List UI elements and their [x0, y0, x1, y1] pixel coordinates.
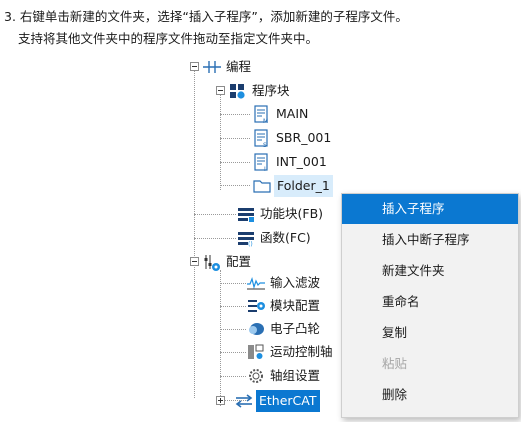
- gear-icon: [246, 367, 266, 385]
- svg-text:I: I: [264, 166, 266, 173]
- project-tree: 编程 程序块 M MAIN S SBR_001 I INT_001 Folder…: [188, 54, 518, 422]
- svg-text:(): (): [248, 241, 253, 247]
- tree-item-input-filter[interactable]: 输入滤波: [246, 272, 320, 294]
- menu-item-delete[interactable]: 删除: [382, 387, 408, 402]
- folder-icon: [252, 177, 272, 195]
- svg-text:M: M: [263, 118, 268, 125]
- menu-item-insert-subroutine[interactable]: 插入子程序: [342, 194, 518, 224]
- subroutine-icon: S: [252, 129, 272, 149]
- tree-item-function-block[interactable]: 功能块(FB): [236, 203, 323, 225]
- tree-item-int-001[interactable]: I INT_001: [252, 151, 327, 173]
- tree-item-label: 输入滤波: [270, 275, 321, 290]
- tree-item-label: 电子凸轮: [270, 321, 321, 336]
- tree-item-ethercat[interactable]: EtherCAT: [234, 390, 320, 412]
- tree-item-label: 功能块(FB): [260, 206, 324, 221]
- tree-item-folder-1[interactable]: Folder_1: [252, 175, 333, 197]
- context-menu: 插入子程序 插入中断子程序 新建文件夹 重命名 复制 粘贴 删除: [341, 193, 519, 418]
- tree-item-electronic-cam[interactable]: 电子凸轮: [246, 318, 320, 340]
- tree-item-label: MAIN: [276, 106, 309, 121]
- program-block-icon: [228, 82, 248, 100]
- menu-item-rename[interactable]: 重命名: [382, 294, 420, 309]
- tree-item-label: 模块配置: [270, 298, 321, 313]
- collapse-config-toggle[interactable]: [190, 257, 199, 266]
- tree-item-label: 函数(FC): [260, 230, 311, 245]
- tree-item-label: EtherCAT: [256, 390, 320, 412]
- motion-axis-icon: [246, 343, 266, 361]
- tree-item-label: INT_001: [276, 154, 327, 169]
- tree-item-main[interactable]: M MAIN: [252, 103, 308, 125]
- instruction-line-2: 支持将其他文件夹中的程序文件拖动至指定文件夹中。: [18, 31, 319, 46]
- tree-item-programming[interactable]: 编程: [202, 56, 251, 78]
- menu-item-new-folder[interactable]: 新建文件夹: [382, 263, 445, 278]
- main-program-icon: M: [252, 105, 272, 125]
- function-block-icon: [236, 205, 256, 223]
- collapse-program-block-toggle[interactable]: [216, 86, 225, 95]
- menu-item-paste: 粘贴: [382, 356, 408, 371]
- tree-item-module-config[interactable]: 模块配置: [246, 295, 320, 317]
- tree-item-label: SBR_001: [276, 130, 332, 145]
- module-config-icon: [246, 297, 266, 315]
- tree-item-label: Folder_1: [274, 175, 333, 197]
- function-icon: (): [236, 229, 256, 248]
- tree-item-axis-group[interactable]: 轴组设置: [246, 365, 320, 387]
- tree-item-label: 编程: [226, 59, 252, 74]
- config-icon: [202, 253, 222, 271]
- cam-icon: [246, 320, 266, 338]
- tree-item-function[interactable]: () 函数(FC): [236, 227, 311, 249]
- tree-item-label: 程序块: [252, 83, 290, 98]
- tree-item-label: 运动控制轴: [270, 344, 333, 359]
- menu-item-insert-interrupt[interactable]: 插入中断子程序: [382, 232, 470, 247]
- tree-item-label: 配置: [226, 254, 252, 269]
- collapse-programming-toggle[interactable]: [190, 62, 199, 71]
- svg-text:S: S: [263, 142, 267, 149]
- menu-item-copy[interactable]: 复制: [382, 325, 408, 340]
- ethercat-icon: [234, 392, 254, 410]
- expand-ethercat-toggle[interactable]: [216, 396, 225, 405]
- tree-item-program-block[interactable]: 程序块: [228, 80, 290, 102]
- tree-item-config[interactable]: 配置: [202, 251, 251, 273]
- waveform-icon: [246, 274, 266, 292]
- instruction-line-1: 3. 右键单击新建的文件夹，选择“插入子程序”，添加新建的子程序文件。: [4, 9, 408, 24]
- tree-item-sbr-001[interactable]: S SBR_001: [252, 127, 331, 149]
- tree-item-label: 轴组设置: [270, 368, 321, 383]
- ladder-icon: [202, 58, 222, 76]
- interrupt-routine-icon: I: [252, 153, 272, 173]
- tree-item-motion-axis[interactable]: 运动控制轴: [246, 341, 333, 363]
